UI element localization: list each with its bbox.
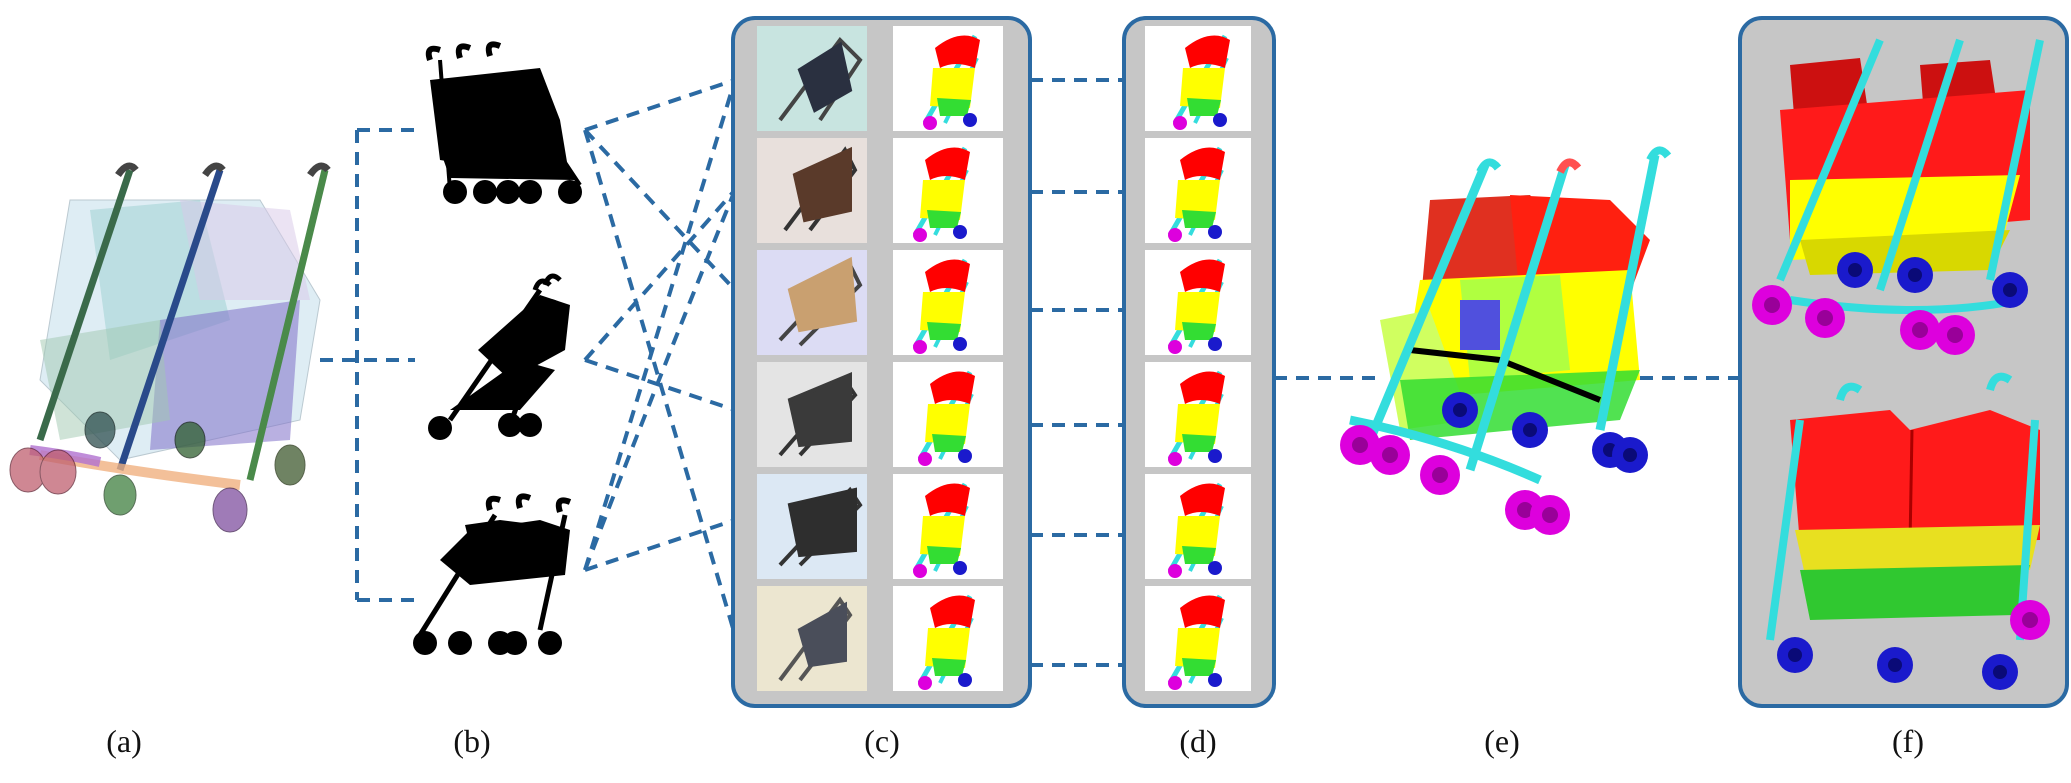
silhouette-1 bbox=[425, 41, 582, 204]
caption-c: (c) bbox=[864, 723, 900, 759]
caption-d: (d) bbox=[1179, 723, 1217, 759]
caption-b: (b) bbox=[453, 723, 491, 759]
connectors-b-c bbox=[583, 78, 737, 636]
segmented-model-e bbox=[1340, 146, 1672, 535]
final-view-1 bbox=[1752, 38, 2044, 355]
panel-c-rows bbox=[757, 26, 1003, 691]
caption-a: (a) bbox=[106, 723, 142, 759]
caption-e: (e) bbox=[1484, 723, 1520, 759]
connectors-c-d bbox=[1030, 78, 1125, 667]
silhouette-3 bbox=[413, 493, 572, 655]
silhouettes-b bbox=[320, 41, 582, 655]
final-view-2 bbox=[1766, 372, 2050, 690]
caption-f: (f) bbox=[1892, 723, 1924, 759]
input-model-a bbox=[9, 162, 331, 533]
panel-d-rows bbox=[1145, 26, 1251, 691]
silhouette-2 bbox=[428, 273, 570, 440]
